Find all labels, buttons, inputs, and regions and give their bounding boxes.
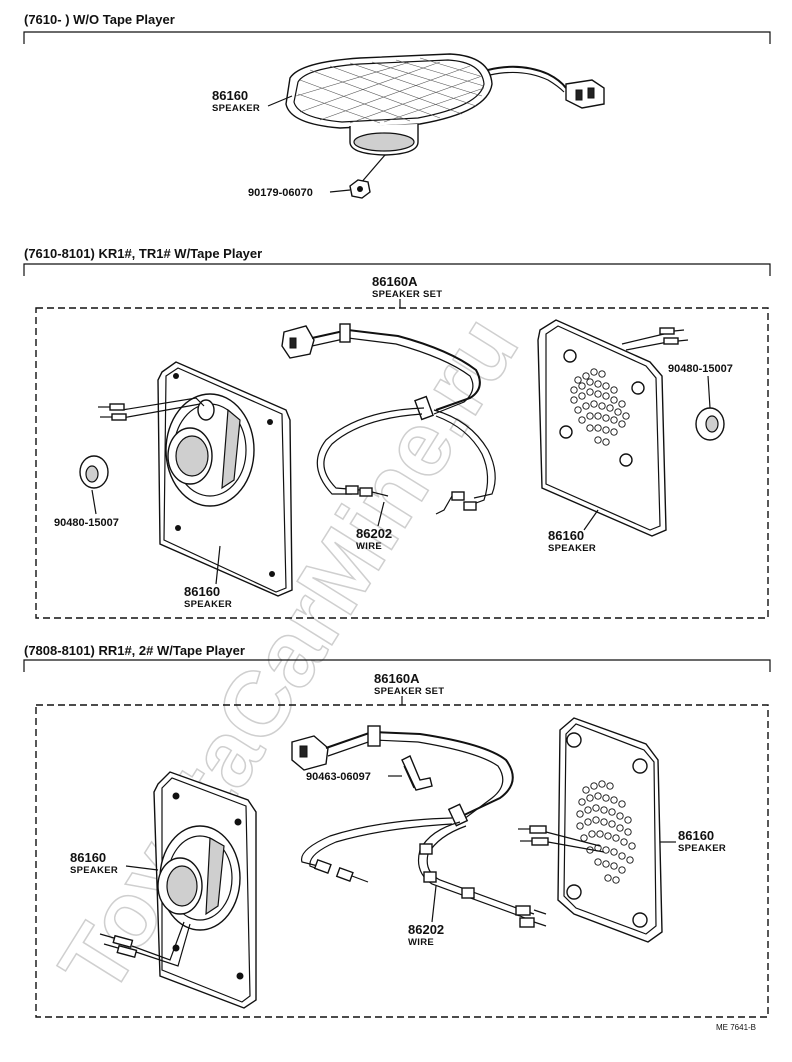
label-clip-part: 90463-06097 (306, 771, 371, 783)
speaker-oval-icon (285, 53, 605, 156)
label-speaker-set: SPEAKER SET (374, 686, 444, 697)
wire-harness-icon (281, 323, 496, 515)
clip-icon (401, 755, 433, 791)
label-wire: WIRE (356, 541, 382, 552)
connector-icon (565, 79, 605, 109)
label-speaker-right: SPEAKER (678, 843, 726, 854)
nut-icon (349, 154, 386, 199)
grommet-right-icon (695, 407, 725, 441)
section-2: (7610-8101) KR1#, TR1# W/Tape Player 861… (23, 246, 771, 619)
speaker-square-left-icon (98, 361, 293, 597)
label-speaker-right-part: 86160 (548, 528, 584, 543)
label-speaker-right-part: 86160 (678, 828, 714, 843)
label-speaker-left: SPEAKER (184, 599, 232, 610)
label-speaker-left: SPEAKER (70, 865, 118, 876)
label-grommet-right-part: 90480-15007 (668, 363, 733, 375)
label-nut-part: 90179-06070 (248, 187, 313, 199)
speaker-set-box (35, 307, 769, 619)
section-2-header: (7610-8101) KR1#, TR1# W/Tape Player (24, 246, 262, 261)
section-1-header: (7610- ) W/O Tape Player (24, 12, 175, 27)
label-set-part: 86160A (372, 274, 418, 289)
label-wire-part: 86202 (408, 922, 444, 937)
label-grommet-left-part: 90480-15007 (54, 517, 119, 529)
grommet-left-icon (79, 455, 109, 489)
section-3-header: (7808-8101) RR1#, 2# W/Tape Player (24, 643, 245, 658)
speaker-set-box (35, 704, 769, 1018)
label-wire: WIRE (408, 937, 434, 948)
label-wire-part: 86202 (356, 526, 392, 541)
label-speaker-right: SPEAKER (548, 543, 596, 554)
wire-harness-icon (291, 725, 547, 928)
label-set-part: 86160A (374, 671, 420, 686)
label-speaker-set: SPEAKER SET (372, 289, 442, 300)
label-speaker-left-part: 86160 (70, 850, 106, 865)
speaker-grille-right-icon (537, 319, 689, 537)
footer-reference: ME 7641-B (716, 1023, 756, 1032)
section-3: (7808-8101) RR1#, 2# W/Tape Player 86160… (23, 643, 771, 1018)
speaker-grille-right-icon (518, 717, 663, 943)
label-speaker-part: 86160 (212, 88, 248, 103)
label-speaker-left-part: 86160 (184, 584, 220, 599)
section-1: (7610- ) W/O Tape Player (23, 12, 771, 199)
speaker-square-left-icon (99, 771, 257, 1009)
label-speaker: SPEAKER (212, 103, 260, 114)
